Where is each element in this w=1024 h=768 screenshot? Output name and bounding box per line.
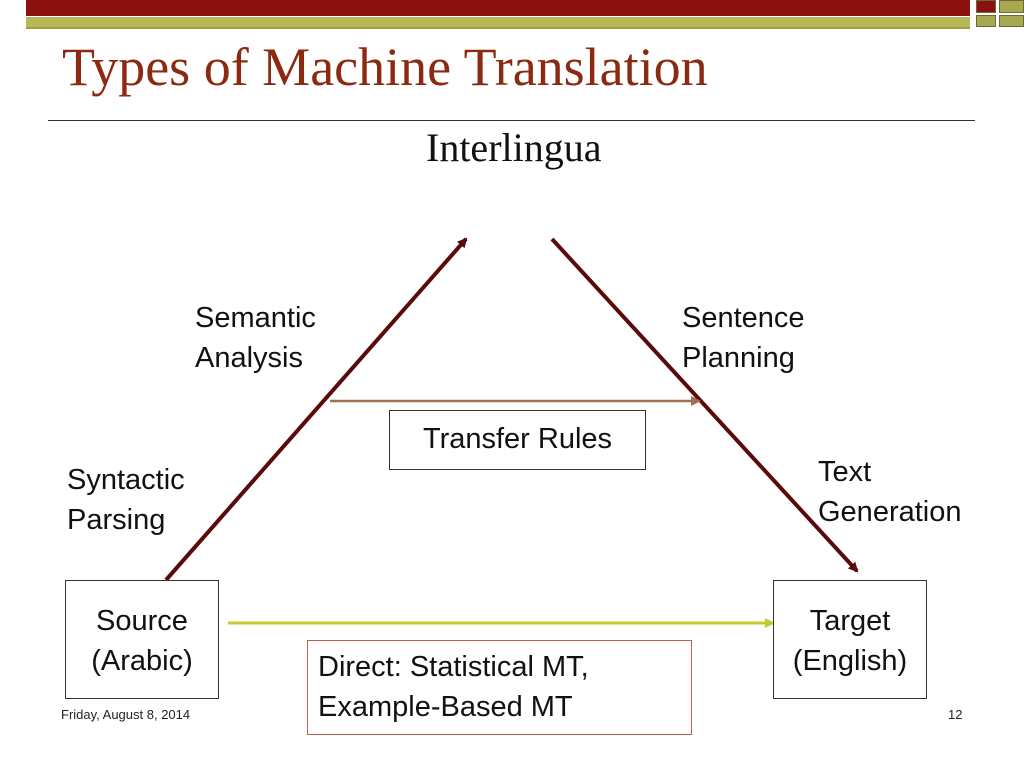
slide-title: Types of Machine Translation: [62, 37, 708, 97]
generation-arrow: [550, 237, 859, 573]
source-box: Source (Arabic): [65, 580, 219, 699]
header-bar-stripe: [26, 16, 970, 27]
interlingua-label: Interlingua: [426, 125, 602, 170]
header-bar: [26, 0, 970, 29]
analysis-arrow: [164, 237, 468, 582]
corner-square-olive: [976, 15, 996, 27]
header-bar-top: [26, 0, 970, 16]
transfer-rules-box: Transfer Rules: [389, 410, 646, 470]
footer-date: Friday, August 8, 2014: [61, 707, 191, 722]
target-box: Target (English): [773, 580, 927, 699]
corner-square-red: [976, 0, 996, 13]
page-number: 12: [948, 707, 963, 722]
syntactic-parsing-label: Syntactic Parsing: [67, 464, 185, 536]
text-generation-label: Text Generation: [818, 456, 962, 528]
direct-mt-box: Direct: Statistical MT, Example-Based MT: [307, 640, 692, 735]
title-divider: [48, 120, 975, 121]
sentence-planning-label: Sentence Planning: [682, 302, 805, 374]
semantic-analysis-label: Semantic Analysis: [195, 302, 316, 374]
